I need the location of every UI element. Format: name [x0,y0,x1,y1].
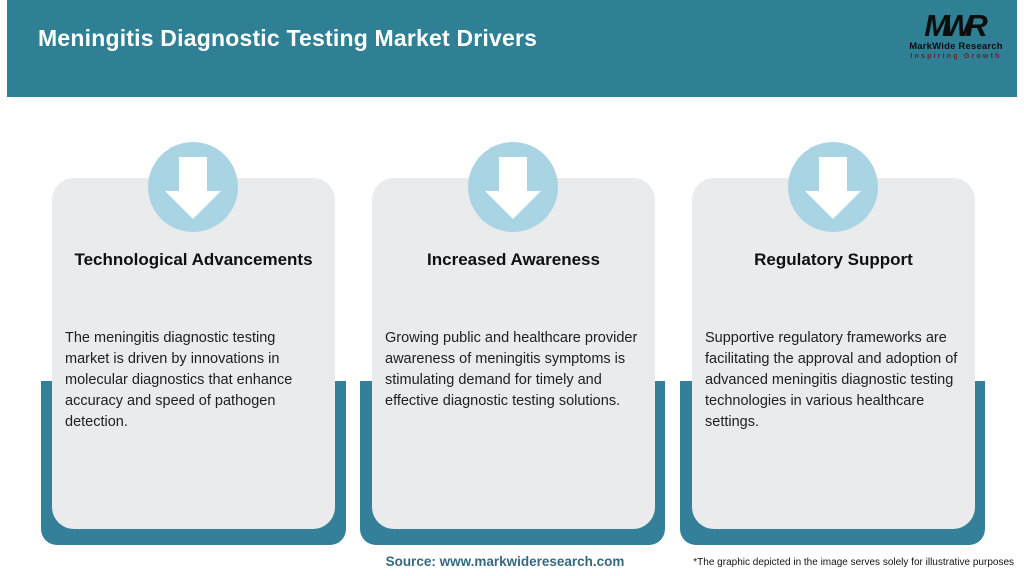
page-title: Meningitis Diagnostic Testing Market Dri… [38,25,538,51]
logo-tagline: Inspiring Growth [910,53,1002,60]
logo-name: MarkWide Research [909,41,1003,52]
down-arrow-glyph [485,157,541,219]
down-arrow-icon [148,142,238,232]
source-text: Source: www.markwideresearch.com [385,554,625,569]
card-body-text: The meningitis diagnostic testing market… [65,330,293,430]
down-arrow-icon [468,142,558,232]
card-body-text: Supportive regulatory frameworks are fac… [705,330,958,430]
driver-card-technological-advancements: Technological Advancements The meningiti… [52,178,335,529]
header-bar: Meningitis Diagnostic Testing Market Dri… [7,0,1017,97]
down-arrow-icon [788,142,878,232]
down-arrow-glyph [805,157,861,219]
driver-card-increased-awareness: Increased Awareness Growing public and h… [372,178,655,529]
disclaimer-text: *The graphic depicted in the image serve… [693,557,1014,568]
card-title: Technological Advancements [74,250,313,269]
card-title: Regulatory Support [754,250,913,269]
card-body-text: Growing public and healthcare provider a… [385,330,638,409]
driver-card-regulatory-support: Regulatory Support Supportive regulatory… [692,178,975,529]
markwide-research-logo: MWR MarkWide Research Inspiring Growth [908,10,1004,60]
logo-monogram: MWR [924,8,987,43]
card-title: Increased Awareness [427,250,600,269]
down-arrow-glyph [165,157,221,219]
